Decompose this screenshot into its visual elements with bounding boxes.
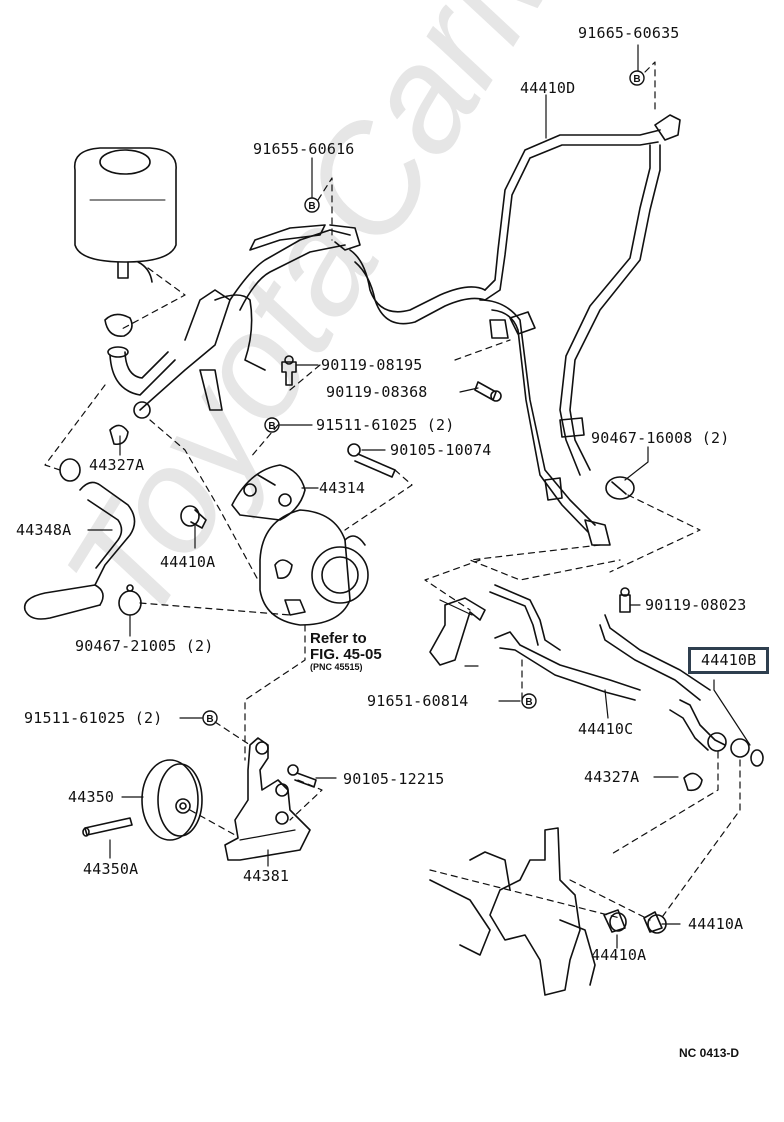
reference-line-2: FIG. 45-05 (310, 645, 382, 663)
part-label-90119-08195[interactable]: 90119-08195 (321, 356, 423, 374)
part-label-90119-08368[interactable]: 90119-08368 (326, 383, 428, 401)
bolt-90119-08023[interactable] (619, 587, 631, 613)
reference-line-3: (PNC 45515) (310, 661, 363, 672)
part-label-90119-08023[interactable]: 90119-08023 (645, 596, 747, 614)
part-label-44410A-left[interactable]: 44410A (160, 553, 216, 571)
part-label-44348A[interactable]: 44348A (16, 521, 72, 539)
hose-bracket-assembly[interactable] (133, 224, 361, 419)
part-label-91651-60814[interactable]: 91651-60814 (367, 692, 469, 710)
union-bolt-44410A-left[interactable] (180, 505, 207, 529)
clip-44327A-right[interactable] (683, 772, 703, 792)
part-label-90105-12215[interactable]: 90105-12215 (343, 770, 445, 788)
clip-44327A-left[interactable] (109, 424, 129, 446)
idler-pulley-44350[interactable] (141, 759, 203, 841)
part-label-91511-61025-upper[interactable]: 91511-61025 (2) (316, 416, 455, 434)
dashed-guide-lines (44, 61, 741, 921)
bolt-marker-letter: B (268, 421, 275, 432)
power-steering-pump[interactable] (259, 509, 369, 626)
bolt-marker-icon (304, 197, 320, 213)
part-label-44327A-right[interactable]: 44327A (584, 768, 640, 786)
part-label-44410D[interactable]: 44410D (520, 79, 576, 97)
return-tube-44410C[interactable] (489, 584, 711, 701)
part-label-44381[interactable]: 44381 (243, 867, 290, 885)
part-label-90467-16008[interactable]: 90467-16008 (2) (591, 429, 730, 447)
figure-code: NC 0413-D (679, 1046, 740, 1060)
hose-clip-left[interactable] (59, 458, 81, 482)
pressure-tube-44410D[interactable] (349, 114, 681, 546)
part-label-90105-10074[interactable]: 90105-10074 (390, 441, 492, 459)
bolt-90105-10074[interactable] (347, 443, 396, 478)
part-label-90467-21005[interactable]: 90467-21005 (2) (75, 637, 214, 655)
pressure-tube-44410B[interactable] (669, 699, 764, 767)
bolt-marker-icon (629, 70, 645, 86)
steering-gear-housing[interactable] (429, 827, 596, 996)
bolt-marker-icon (202, 710, 218, 726)
bolt-marker-icon (521, 693, 537, 709)
part-label-44314[interactable]: 44314 (319, 479, 366, 497)
union-bolt-44410A-right[interactable] (643, 911, 667, 934)
part-label-44350[interactable]: 44350 (68, 788, 115, 806)
bolt-90105-12215[interactable] (287, 764, 317, 788)
part-label-44350A[interactable]: 44350A (83, 860, 139, 878)
reference-line-1: Refer to (310, 630, 367, 647)
part-label-44410B-highlighted[interactable]: 44410B (688, 647, 770, 674)
reservoir-hose[interactable] (107, 346, 176, 396)
hose-clip-90467-16008[interactable] (605, 476, 635, 500)
bolt-marker-letter: B (308, 201, 315, 212)
figure-reference-note[interactable]: Refer to FIG. 45-05 (PNC 45515) (310, 631, 382, 672)
bolt-marker-icons (202, 70, 645, 726)
part-label-44410A-right[interactable]: 44410A (688, 915, 744, 933)
union-bolt-44410A-lower[interactable] (603, 909, 627, 933)
bolt-marker-letter: B (525, 697, 532, 708)
part-label-44410A-lower[interactable]: 44410A (591, 946, 647, 964)
bolt-marker-letter: B (206, 714, 213, 725)
leader-lines (87, 44, 751, 949)
suction-hose-44348A[interactable] (23, 481, 136, 620)
part-label-44327A-left[interactable]: 44327A (89, 456, 145, 474)
part-label-91655-60616[interactable]: 91655-60616 (253, 140, 355, 158)
idler-bracket-44381[interactable] (224, 737, 311, 861)
tube-clamp-bracket[interactable] (429, 597, 486, 666)
bolt-44350A[interactable] (82, 817, 133, 837)
bolt-90119-08195[interactable] (281, 355, 297, 386)
part-label-44410C[interactable]: 44410C (578, 720, 634, 738)
part-label-91665-60635[interactable]: 91665-60635 (578, 24, 680, 42)
hose-clip-90467-21005[interactable] (118, 584, 142, 616)
bolt-marker-letter: B (633, 74, 640, 85)
part-label-91511-61025-lower[interactable]: 91511-61025 (2) (24, 709, 163, 727)
reservoir-tank[interactable] (73, 147, 177, 283)
bolt-90119-08368[interactable] (474, 381, 502, 402)
reservoir-clip[interactable] (104, 313, 133, 337)
bolt-marker-icon (264, 417, 280, 433)
